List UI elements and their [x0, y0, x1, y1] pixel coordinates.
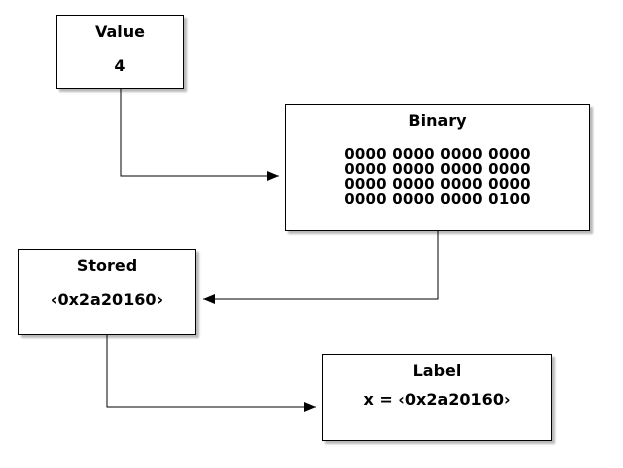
binary-box: Binary 0000 0000 0000 0000 0000 0000 000… [285, 104, 590, 231]
label-box-content: x = ‹0x2a20160› [363, 390, 511, 409]
binary-box-title: Binary [408, 111, 467, 130]
value-box-title: Value [94, 22, 146, 41]
arrow-binary-to-stored [203, 231, 439, 304]
value-box-content: 4 [114, 56, 126, 75]
binary-line: 0000 0000 0000 0100 [344, 190, 531, 208]
arrow-value-to-binary [120, 89, 279, 181]
binary-lines: 0000 0000 0000 0000 0000 0000 0000 0000 … [286, 147, 589, 207]
binary-line: 0000 0000 0000 0000 [344, 175, 531, 193]
label-box-title: Label [412, 361, 462, 380]
arrow-stored-to-label [106, 335, 316, 412]
binary-line: 0000 0000 0000 0000 [344, 160, 531, 178]
value-box: Value 4 [56, 15, 184, 89]
stored-box-title: Stored [76, 256, 138, 275]
binary-line: 0000 0000 0000 0000 [344, 145, 531, 163]
stored-box: Stored ‹0x2a20160› [18, 249, 196, 335]
label-box: Label x = ‹0x2a20160› [322, 354, 552, 441]
stored-box-content: ‹0x2a20160› [50, 290, 164, 309]
